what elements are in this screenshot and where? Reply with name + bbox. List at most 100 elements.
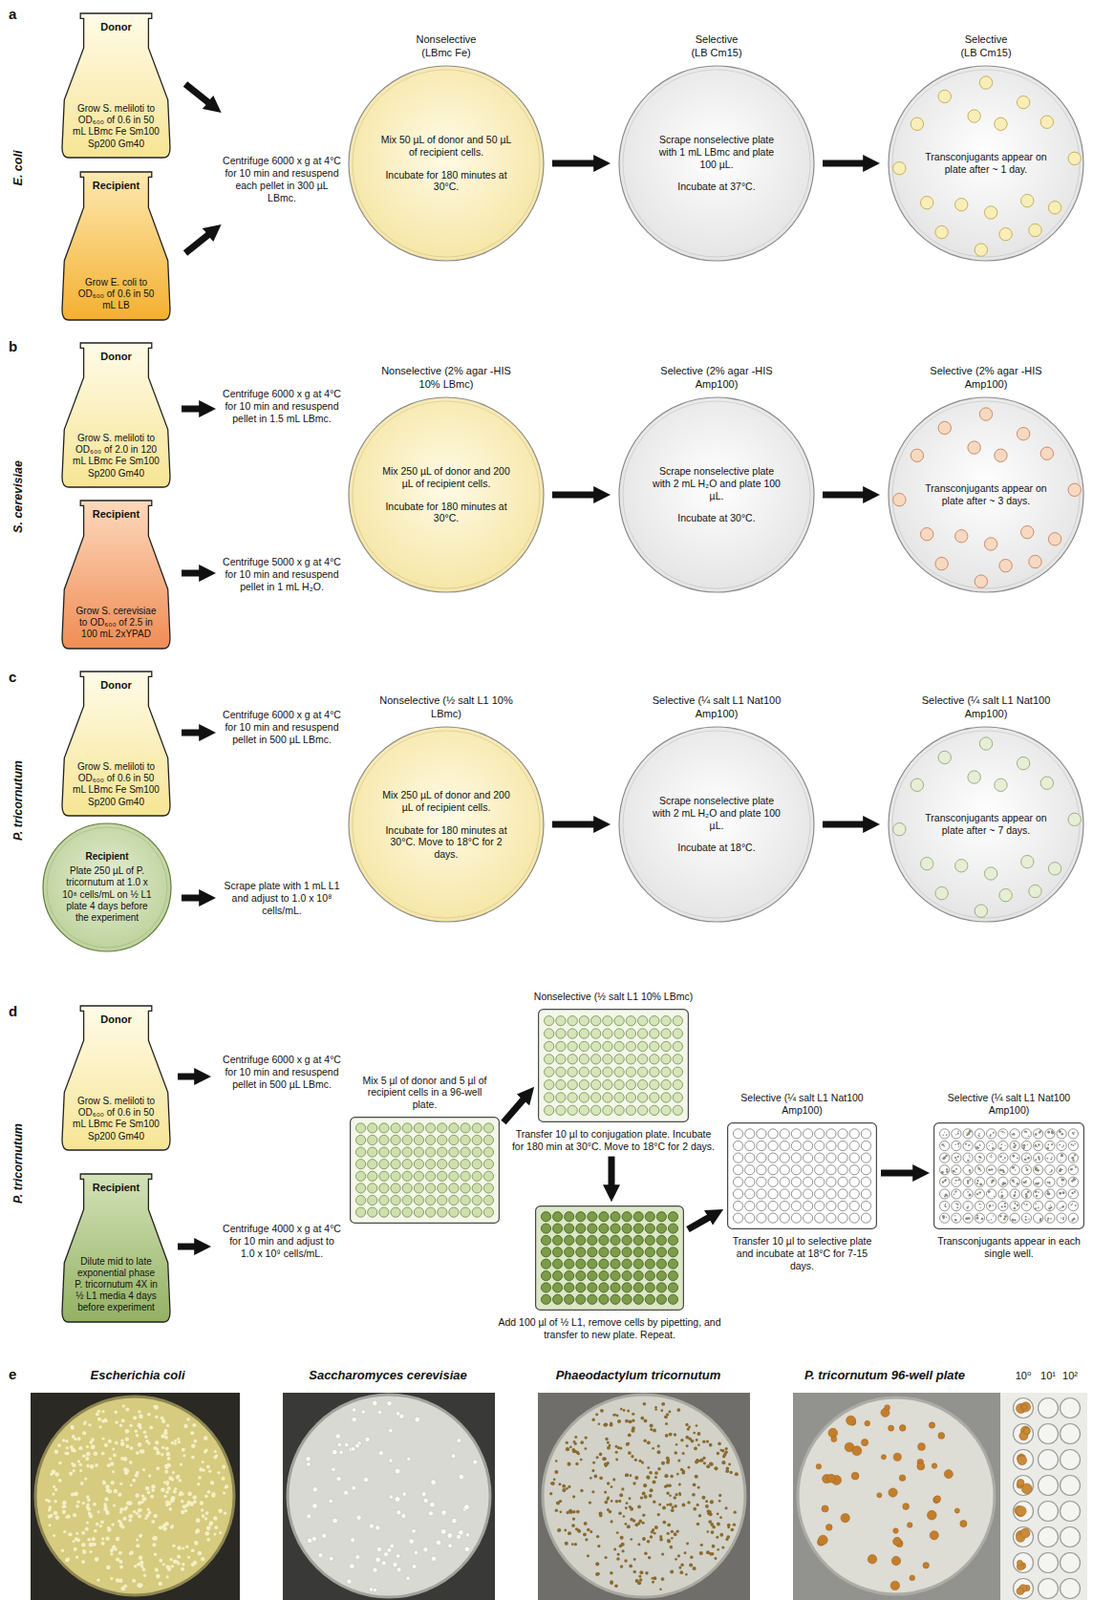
photo-colony bbox=[62, 1438, 65, 1442]
colony bbox=[910, 778, 923, 792]
well bbox=[602, 1028, 613, 1039]
well-colony bbox=[968, 1194, 972, 1198]
well bbox=[656, 1223, 666, 1234]
photo-colony bbox=[356, 1515, 362, 1521]
photo-colony bbox=[613, 1414, 617, 1417]
photo-colony bbox=[186, 1417, 191, 1422]
well bbox=[802, 1140, 813, 1151]
photo-colony bbox=[102, 1436, 106, 1440]
well-colony bbox=[1016, 1157, 1019, 1159]
well bbox=[940, 1200, 950, 1211]
photo-colony bbox=[129, 1483, 133, 1487]
well bbox=[425, 1195, 435, 1205]
well bbox=[649, 1054, 660, 1065]
photo-colony bbox=[107, 1526, 110, 1530]
well bbox=[544, 1028, 555, 1039]
photo-well bbox=[1060, 1424, 1081, 1445]
well bbox=[1009, 1200, 1020, 1211]
photo-colony bbox=[389, 1543, 395, 1549]
block-arrow bbox=[822, 160, 865, 168]
flask-outline bbox=[62, 342, 171, 488]
photo-colony bbox=[642, 1521, 645, 1525]
photo-colony bbox=[633, 1570, 637, 1574]
well bbox=[553, 1283, 563, 1293]
well bbox=[672, 1054, 683, 1065]
photo-colony bbox=[698, 1514, 702, 1518]
well bbox=[1009, 1129, 1020, 1139]
photo-colony bbox=[71, 1435, 76, 1439]
photo-colony bbox=[105, 1537, 109, 1542]
well-colony bbox=[979, 1159, 981, 1161]
well-colony bbox=[1014, 1169, 1017, 1172]
photo-colony bbox=[92, 1543, 97, 1547]
well bbox=[644, 1223, 655, 1234]
well bbox=[599, 1294, 609, 1305]
well-colony bbox=[1061, 1183, 1063, 1185]
well bbox=[553, 1212, 563, 1222]
photo-well bbox=[1038, 1424, 1059, 1445]
well bbox=[974, 1140, 985, 1151]
photo-colony bbox=[162, 1563, 166, 1566]
well-colony bbox=[954, 1191, 957, 1194]
well bbox=[940, 1177, 950, 1187]
well-colony bbox=[1013, 1219, 1016, 1222]
photo-colony bbox=[429, 1501, 436, 1508]
photo-colony bbox=[167, 1486, 172, 1491]
well bbox=[732, 1165, 743, 1176]
photo-colony bbox=[47, 1523, 51, 1527]
photo-colony bbox=[148, 1511, 152, 1516]
well bbox=[1056, 1213, 1067, 1223]
photo-background bbox=[537, 1393, 751, 1600]
well bbox=[826, 1177, 836, 1187]
photo-colony bbox=[659, 1535, 663, 1539]
photo-colony bbox=[643, 1418, 648, 1423]
photo-colony bbox=[716, 1548, 720, 1552]
photo-colony bbox=[53, 1511, 59, 1517]
well bbox=[802, 1189, 813, 1200]
well bbox=[985, 1153, 996, 1163]
photo-colony bbox=[144, 1517, 148, 1521]
photo-colony bbox=[152, 1514, 158, 1520]
photo-colony bbox=[893, 1453, 901, 1461]
photo-colony bbox=[213, 1533, 216, 1537]
photo-colony bbox=[142, 1567, 147, 1572]
photo-colony bbox=[202, 1469, 206, 1473]
flask-outline bbox=[62, 171, 171, 321]
well bbox=[963, 1165, 973, 1176]
well bbox=[587, 1259, 598, 1269]
well bbox=[745, 1213, 755, 1223]
well bbox=[471, 1207, 482, 1218]
flask-outline bbox=[62, 671, 171, 816]
well bbox=[644, 1294, 655, 1305]
well-plate-text: Selective (¼ salt L1 Nat100 Amp100) bbox=[930, 1092, 1089, 1117]
well bbox=[625, 1079, 636, 1090]
photo-colony bbox=[634, 1458, 638, 1462]
photo-colony bbox=[1017, 1456, 1028, 1466]
photo-colony bbox=[160, 1453, 164, 1457]
well-colony bbox=[979, 1144, 982, 1147]
photo-colony bbox=[463, 1504, 470, 1511]
photo-colony bbox=[709, 1500, 714, 1504]
well bbox=[576, 1235, 586, 1245]
well-colony bbox=[966, 1132, 970, 1136]
photo-colony bbox=[205, 1511, 210, 1516]
well-colony bbox=[1062, 1191, 1066, 1195]
well bbox=[849, 1153, 859, 1163]
photo-colony bbox=[173, 1487, 177, 1491]
well-colony bbox=[945, 1217, 948, 1220]
photo-colony bbox=[685, 1542, 689, 1545]
well bbox=[998, 1177, 1008, 1187]
photo-colony bbox=[668, 1433, 673, 1437]
well-colony bbox=[1014, 1194, 1017, 1197]
photo-colony bbox=[688, 1564, 693, 1568]
photo-colony bbox=[884, 1405, 891, 1412]
photo-colony bbox=[139, 1561, 144, 1565]
plate-rim bbox=[892, 401, 1080, 589]
photo-colony bbox=[602, 1423, 607, 1428]
colony bbox=[938, 421, 951, 434]
colony bbox=[938, 750, 951, 764]
well-colony bbox=[1024, 1157, 1028, 1161]
photo-colony bbox=[598, 1422, 601, 1426]
well bbox=[974, 1129, 985, 1139]
well-colony bbox=[965, 1206, 968, 1209]
